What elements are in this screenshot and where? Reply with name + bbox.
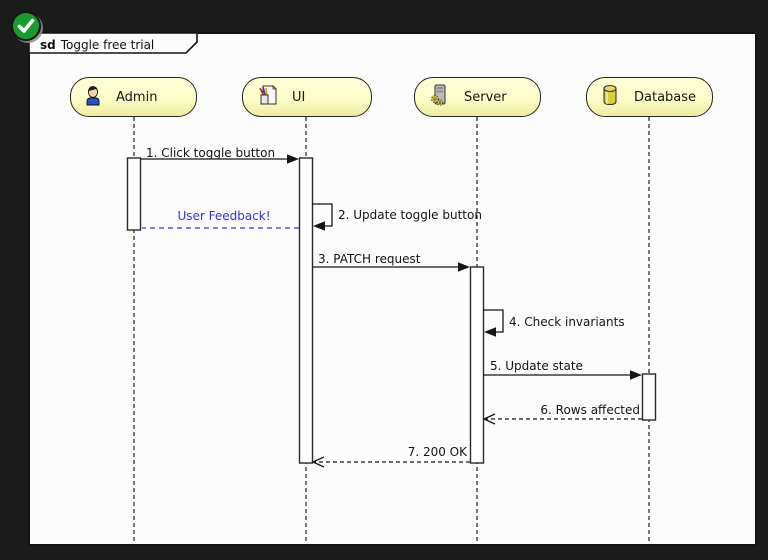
lifeline-label-server: Server xyxy=(464,89,507,105)
message-label-1: 1. Click toggle button xyxy=(146,146,276,160)
lifeline-head-database: Database xyxy=(586,77,713,117)
message-label-user-feedback: User Feedback! xyxy=(177,209,271,223)
message-label-6: 6. Rows affected xyxy=(540,403,640,417)
arrowhead-msg5 xyxy=(630,370,642,380)
activation-database xyxy=(641,373,657,421)
arrowhead-msg1 xyxy=(287,154,299,164)
arrowhead-msg7 xyxy=(311,456,325,468)
check-icon xyxy=(17,18,35,33)
diagram-page xyxy=(28,32,757,546)
arrow-msg2-selfloop xyxy=(312,203,333,227)
person-icon xyxy=(85,85,101,110)
activation-admin xyxy=(126,157,142,231)
message-label-4: 4. Check invariants xyxy=(509,315,625,329)
arrowhead-msg2 xyxy=(313,221,325,231)
frame-label-pentagon xyxy=(28,32,198,54)
message-label-3: 3. PATCH request xyxy=(318,252,421,266)
activation-server xyxy=(469,266,485,464)
frame-operator: sd xyxy=(40,38,56,52)
arrowhead-msg6 xyxy=(482,413,496,425)
success-check-badge xyxy=(11,11,41,41)
server-icon xyxy=(429,84,449,110)
activation-ui xyxy=(298,157,314,464)
lifeline-label-ui: UI xyxy=(292,89,306,105)
message-label-7: 7. 200 OK xyxy=(407,445,467,459)
message-label-2: 2. Update toggle button xyxy=(338,208,482,222)
frame-title: sd Toggle free trial xyxy=(40,38,154,52)
message-arrows xyxy=(141,154,642,468)
ui-page-icon xyxy=(257,84,277,110)
lifeline-head-ui: UI xyxy=(242,77,372,117)
lifeline-head-server: Server xyxy=(414,77,541,117)
database-cylinder-icon xyxy=(601,84,619,110)
activation-bars xyxy=(126,157,657,464)
lifeline-head-admin: Admin xyxy=(70,77,197,117)
lifeline-label-admin: Admin xyxy=(116,89,158,105)
lifeline-dashed-lines xyxy=(133,117,650,544)
frame-title-text: Toggle free trial xyxy=(60,38,155,52)
arrow-msg4-selfloop xyxy=(483,309,504,333)
arrowhead-msg4 xyxy=(484,327,496,337)
lifeline-label-database: Database xyxy=(634,89,697,105)
arrowhead-msg3 xyxy=(458,262,470,272)
message-label-5: 5. Update state xyxy=(490,359,583,373)
